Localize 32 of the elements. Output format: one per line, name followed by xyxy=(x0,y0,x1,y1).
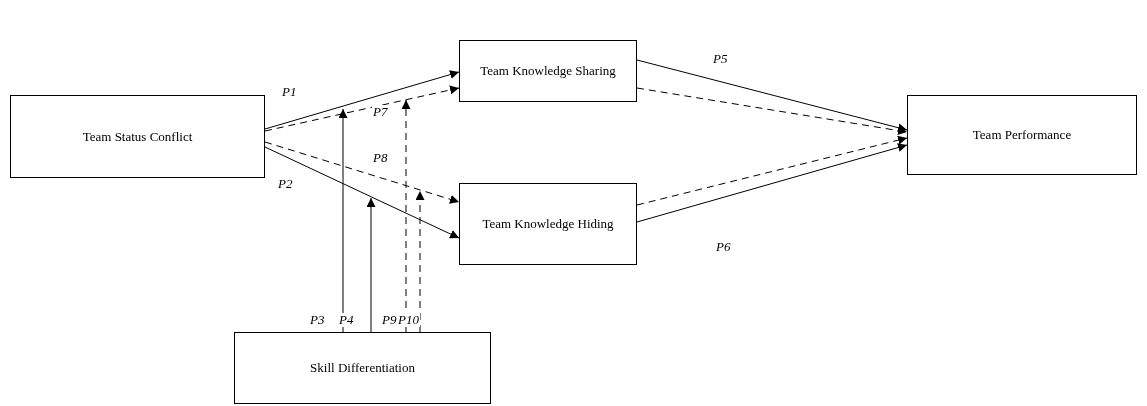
box-text: Team Performance xyxy=(972,127,1072,143)
edge-label: P10 xyxy=(397,313,420,327)
edge-label: P2 xyxy=(277,177,294,191)
arrow xyxy=(264,141,460,204)
arrow xyxy=(264,146,460,239)
arrow xyxy=(636,87,908,135)
arrow xyxy=(636,59,908,133)
process-box xyxy=(459,183,637,265)
edge-label: P8 xyxy=(372,151,389,165)
edge-label: P6 xyxy=(715,240,732,254)
edge-label: P5 xyxy=(712,52,729,66)
box-text: Team Knowledge Sharing xyxy=(480,63,616,79)
arrow xyxy=(264,85,460,132)
edge-label: P4 xyxy=(338,313,355,327)
process-box xyxy=(234,332,491,404)
edge-label: P3 xyxy=(309,313,326,327)
process-box xyxy=(907,95,1137,175)
box-text: Team Knowledge Hiding xyxy=(482,216,614,232)
arrow xyxy=(401,99,411,333)
arrow xyxy=(415,190,425,333)
edge-label: P7 xyxy=(372,105,389,119)
edge-label: P1 xyxy=(281,85,298,99)
arrow xyxy=(366,197,376,333)
arrow xyxy=(338,108,348,333)
box-text: Skill Differentiation xyxy=(310,360,415,376)
box-text: Team Status Conflict xyxy=(82,128,193,145)
process-box xyxy=(10,95,265,178)
process-box xyxy=(459,40,637,102)
arrow xyxy=(264,70,460,130)
arrow xyxy=(636,143,908,223)
edge-label: P9 xyxy=(381,313,398,327)
arrow xyxy=(636,135,908,206)
